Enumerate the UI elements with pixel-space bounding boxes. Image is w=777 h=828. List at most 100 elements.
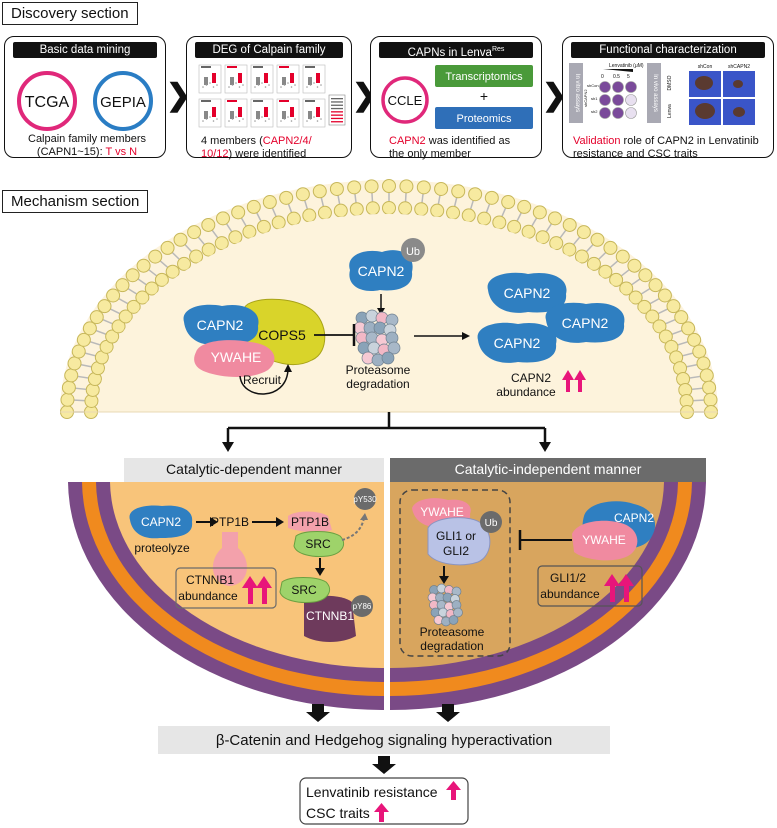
panel3-description: CAPN2 was identified as the only member bbox=[389, 135, 511, 160]
capn2-pool-blob-1 bbox=[487, 272, 567, 313]
panel-deg-calpain: DEG of Calpain family 4 members (CAPN2/4… bbox=[186, 36, 352, 160]
row-sh1: sh1 bbox=[591, 96, 598, 101]
capn2-ub-blob bbox=[349, 250, 413, 292]
capn2-right-label: CAPN2 bbox=[614, 511, 654, 525]
transcriptomics-box bbox=[435, 65, 533, 87]
gli-label-2: GLI2 bbox=[443, 544, 469, 558]
panel-basic-data-mining: Basic data mining TCGA GEPIA Calpain fam… bbox=[4, 36, 166, 158]
capn2-pool-label-3: CAPN2 bbox=[494, 335, 541, 351]
transcriptomics-label: Transcriptomics bbox=[445, 71, 523, 83]
ptp1b-top-label: PTP1B bbox=[211, 515, 249, 529]
capn2-left-blob bbox=[129, 505, 193, 539]
dose-wedge bbox=[603, 69, 633, 72]
row-lenva: Lenva bbox=[667, 104, 673, 118]
discovery-section-title: Discovery section bbox=[2, 2, 138, 25]
proteomics-label: Proteomics bbox=[456, 113, 512, 125]
row-group-label: shCAPN2 bbox=[583, 89, 588, 107]
outcome-csc: CSC traits bbox=[306, 805, 370, 821]
down-arrow-left bbox=[306, 704, 330, 722]
py530-circle bbox=[354, 488, 376, 510]
panel3-graphic: CCLE Transcriptomics + Proteomics bbox=[381, 65, 533, 129]
capn2-complex-label: CAPN2 bbox=[197, 317, 244, 333]
row-shcon: shCon bbox=[587, 83, 599, 88]
recruit-label: Recruit bbox=[243, 373, 282, 387]
panel-capns-lenva: CAPNs in LenvaRes CCLE Transcriptomics +… bbox=[370, 36, 542, 160]
panel2-header: DEG of Calpain family bbox=[195, 42, 343, 58]
branch-arrow-left bbox=[222, 442, 234, 452]
gepia-label: GEPIA bbox=[100, 94, 146, 111]
recruit-arrow bbox=[239, 369, 289, 395]
capn2-left-label: CAPN2 bbox=[141, 515, 181, 529]
ctnnb1-abundance-label-2: abundance bbox=[178, 589, 238, 603]
col-shcapn2: shCAPN2 bbox=[728, 64, 750, 70]
well-plate bbox=[599, 81, 637, 119]
gepia-circle bbox=[93, 71, 153, 131]
tumor-1 bbox=[695, 76, 713, 90]
outcome-lenvatinib: Lenvatinib resistance bbox=[306, 784, 438, 800]
ccle-label: CCLE bbox=[388, 93, 423, 108]
boxplot-grid-icon bbox=[198, 64, 346, 128]
dose-0-5: 0.5 bbox=[613, 74, 620, 80]
proteasome-right bbox=[427, 583, 463, 627]
ywahe-label: YWAHE bbox=[211, 349, 262, 365]
tcga-label: TCGA bbox=[25, 94, 70, 111]
ub-label: Ub bbox=[406, 246, 420, 258]
ptp1b-fragment bbox=[288, 511, 332, 533]
ctnnb1-abundance-box bbox=[175, 567, 277, 609]
proteasome-label-2: degradation bbox=[346, 377, 409, 391]
ub-right-label: Ub bbox=[485, 518, 498, 529]
py530-dashed-arrow bbox=[341, 517, 365, 541]
functional-assay-graphic: In vitro assays Lenvatinib (μM) 0 0.5 5 … bbox=[569, 63, 755, 125]
capn2-abundance-label-1: CAPN2 bbox=[511, 371, 551, 385]
proteomics-box bbox=[435, 107, 533, 129]
down-arrow-right bbox=[436, 704, 460, 722]
row-dmso: DMSO bbox=[667, 75, 673, 90]
vivo-label-bar bbox=[647, 63, 661, 123]
left-header-bg bbox=[124, 458, 384, 482]
proteolyze-label: proteolyze bbox=[134, 541, 190, 555]
capn2-abundance-label-2: abundance bbox=[496, 385, 556, 399]
py86-circle bbox=[351, 595, 373, 617]
panel-functional-characterization: Functional characterization In vitro ass… bbox=[562, 36, 774, 160]
capn2-complex-blob bbox=[183, 304, 259, 345]
dose-5: 5 bbox=[627, 74, 630, 80]
ptp1b-whole bbox=[212, 532, 248, 586]
panel2-description: 4 members (CAPN2/4/ 10/12) were identifi… bbox=[201, 135, 312, 160]
gli-blob bbox=[427, 517, 491, 566]
gli-label-1: GLI1 or bbox=[436, 529, 476, 543]
up-arrow-icon bbox=[446, 781, 461, 800]
gli-abundance-box bbox=[537, 565, 643, 607]
capn2-pool-label-1: CAPN2 bbox=[504, 285, 551, 301]
src2-label: SRC bbox=[291, 583, 317, 597]
up-arrows-icon bbox=[562, 370, 586, 392]
tumor-4 bbox=[733, 107, 745, 117]
capn2-ub-label: CAPN2 bbox=[358, 263, 405, 279]
dose-0: 0 bbox=[601, 74, 604, 80]
panel4-description: Validation role of CAPN2 in Lenvatinib r… bbox=[573, 135, 759, 160]
tumor-3 bbox=[695, 103, 715, 119]
proteasome-label-1: Proteasome bbox=[346, 363, 411, 377]
ub-right-circle bbox=[480, 511, 502, 533]
src2-blob bbox=[279, 577, 330, 603]
cops5-label: COPS5 bbox=[258, 327, 306, 343]
panel3-header: CAPNs in LenvaRes bbox=[379, 42, 533, 59]
ctnnb1-abundance-label-1: CTNNB1 bbox=[186, 573, 234, 587]
panel4-header: Functional characterization bbox=[571, 42, 765, 58]
right-header-bg bbox=[390, 458, 706, 482]
gli-abundance-label-2: abundance bbox=[540, 587, 600, 601]
signaling-box bbox=[158, 726, 610, 754]
proteasome-right-label-1: Proteasome bbox=[420, 625, 485, 639]
row-sh2: sh2 bbox=[591, 109, 598, 114]
left-section-header: Catalytic-dependent manner bbox=[166, 461, 342, 477]
panel1-header: Basic data mining bbox=[13, 42, 157, 58]
panel1-circles: TCGA GEPIA bbox=[17, 71, 153, 131]
capn2-pool-blob-2 bbox=[545, 302, 625, 343]
vitro-label: In vitro assays bbox=[574, 74, 580, 112]
ywahe-inner-label: YWAHE bbox=[420, 505, 464, 519]
col-shcon: shCon bbox=[698, 64, 713, 70]
src1-label: SRC bbox=[305, 537, 331, 551]
ywahe-blob bbox=[194, 340, 275, 377]
ywahe-outer-label: YWAHE bbox=[582, 533, 626, 547]
tcga-circle bbox=[17, 71, 77, 131]
